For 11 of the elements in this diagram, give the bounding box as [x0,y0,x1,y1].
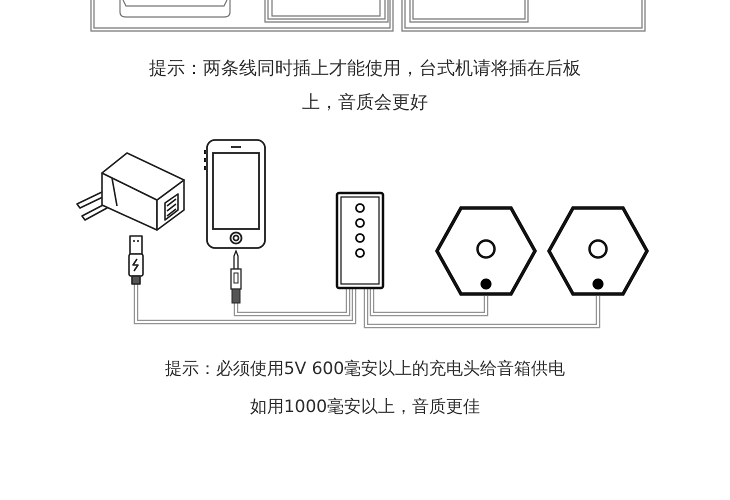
cable-line [234,289,350,316]
tip-text: 提示：必须使用5V 600毫安以上的充电头给音箱供电 [164,358,566,381]
tip-text: 如用1000毫安以上，音质更佳 [248,396,482,419]
hexagon-speaker [436,206,536,296]
control-box-drawing [336,192,384,289]
cable-line [370,289,488,316]
hexagon-speaker [548,206,648,296]
cable-line [134,284,356,324]
cable-line [364,289,600,328]
phone-with-audio-jack-drawing [205,138,267,303]
tip-text: 提示：两条线同时插上才能使用，台式机请将插在后板上，音质会更好 [148,57,582,115]
